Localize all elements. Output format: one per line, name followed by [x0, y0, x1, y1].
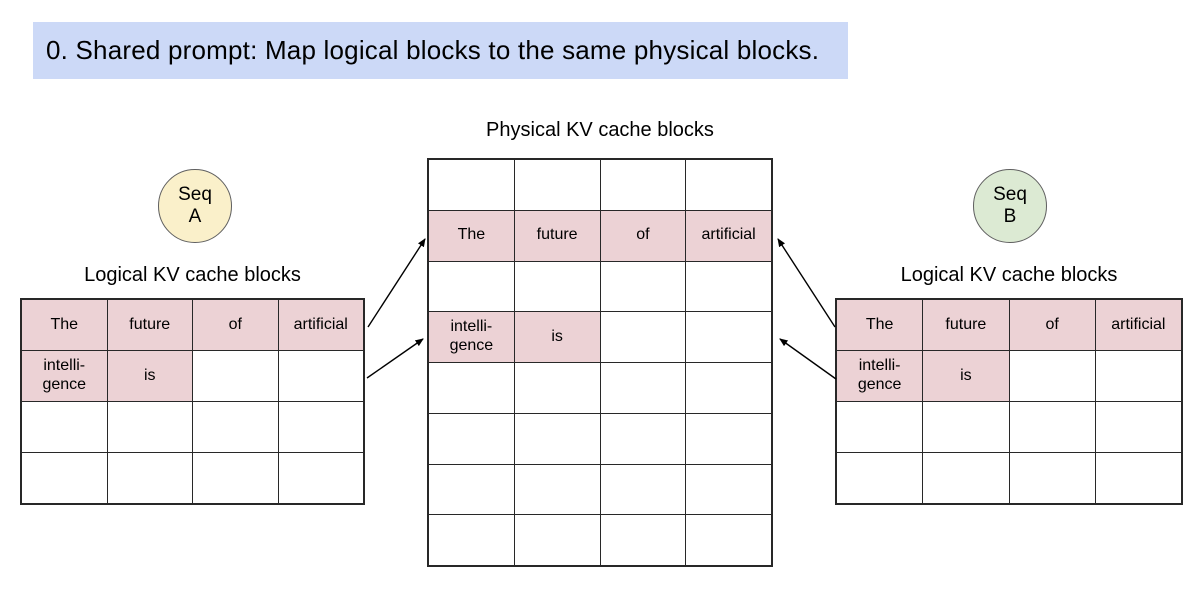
empty-cell [193, 453, 279, 503]
table-row [429, 261, 771, 313]
table-row [429, 515, 771, 565]
table-row [22, 453, 363, 503]
empty-cell [686, 363, 771, 413]
empty-cell [601, 261, 687, 312]
empty-cell [108, 402, 193, 452]
empty-cell [686, 515, 771, 565]
token-cell: of [1009, 300, 1096, 350]
token-cell: future [923, 300, 1010, 350]
right-logical-table-title: Logical KV cache blocks [900, 264, 1118, 286]
table-row [837, 453, 1181, 503]
token-cell: of [600, 210, 687, 261]
table-row [429, 464, 771, 516]
empty-cell [1096, 351, 1181, 401]
table-row [429, 160, 771, 211]
empty-cell [1010, 402, 1096, 452]
empty-cell [601, 515, 687, 565]
seq-a-label-line1: Seq [178, 184, 212, 205]
left-logical-table-title: Logical KV cache blocks [84, 264, 301, 286]
arrow-seqB-block1-to-physical [779, 338, 837, 380]
token-cell: is [923, 351, 1010, 401]
empty-cell [193, 402, 279, 452]
empty-cell [1010, 351, 1096, 401]
empty-cell [22, 402, 108, 452]
empty-cell [515, 464, 601, 515]
empty-cell [429, 413, 515, 464]
arrow-seqA-block0-to-physical [367, 238, 426, 328]
empty-cell [429, 261, 515, 312]
token-cell: intelli- gence [22, 351, 108, 401]
empty-cell [193, 351, 279, 401]
token-cell: The [837, 300, 924, 350]
token-cell: artificial [1095, 300, 1181, 350]
seq-b-label-line1: Seq [993, 184, 1027, 205]
empty-cell [923, 402, 1010, 452]
empty-cell [1096, 453, 1181, 503]
empty-cell [22, 453, 108, 503]
table-row [22, 402, 363, 453]
title-banner-text: 0. Shared prompt: Map logical blocks to … [46, 35, 820, 65]
empty-cell [601, 464, 687, 515]
empty-cell [923, 453, 1010, 503]
empty-cell [429, 515, 515, 565]
empty-cell [686, 414, 771, 464]
empty-cell [429, 464, 515, 515]
table-row [429, 363, 771, 414]
token-cell: The [22, 300, 108, 350]
arrow-seqA-block1-to-physical [366, 338, 424, 379]
title-banner: 0. Shared prompt: Map logical blocks to … [33, 22, 848, 79]
token-cell: is [514, 312, 601, 362]
empty-cell [686, 160, 771, 210]
empty-cell [429, 160, 515, 210]
seq-a-badge: Seq A [158, 169, 232, 243]
empty-cell [601, 312, 687, 362]
table-row [429, 413, 771, 465]
empty-cell [686, 262, 771, 312]
empty-cell [515, 363, 601, 413]
empty-cell [515, 160, 601, 210]
seq-b-label-line2: B [1003, 206, 1017, 227]
token-cell: future [107, 300, 193, 350]
empty-cell [837, 453, 924, 503]
empty-cell [515, 261, 601, 312]
physical-table-title: Physical KV cache blocks [486, 119, 714, 141]
empty-cell [601, 160, 687, 210]
empty-cell [279, 351, 364, 401]
token-cell: artificial [686, 210, 771, 261]
token-cell: The [429, 210, 515, 261]
seq-a-label-line2: A [188, 206, 202, 227]
empty-cell [1010, 453, 1096, 503]
token-cell: future [514, 210, 601, 261]
seq-b-badge: Seq B [973, 169, 1047, 243]
empty-cell [1096, 402, 1181, 452]
empty-cell [108, 453, 193, 503]
empty-cell [279, 402, 364, 452]
token-cell: is [107, 351, 193, 401]
token-cell: intelli- gence [837, 351, 924, 401]
empty-cell [837, 402, 924, 452]
token-cell: intelli- gence [429, 312, 515, 362]
empty-cell [279, 453, 364, 503]
empty-cell [601, 363, 687, 413]
empty-cell [515, 413, 601, 464]
empty-cell [686, 465, 771, 515]
empty-cell [429, 363, 515, 413]
empty-cell [686, 312, 771, 362]
empty-cell [601, 413, 687, 464]
token-cell: artificial [278, 300, 363, 350]
table-row [837, 402, 1181, 453]
token-cell: of [193, 300, 279, 350]
empty-cell [515, 515, 601, 565]
